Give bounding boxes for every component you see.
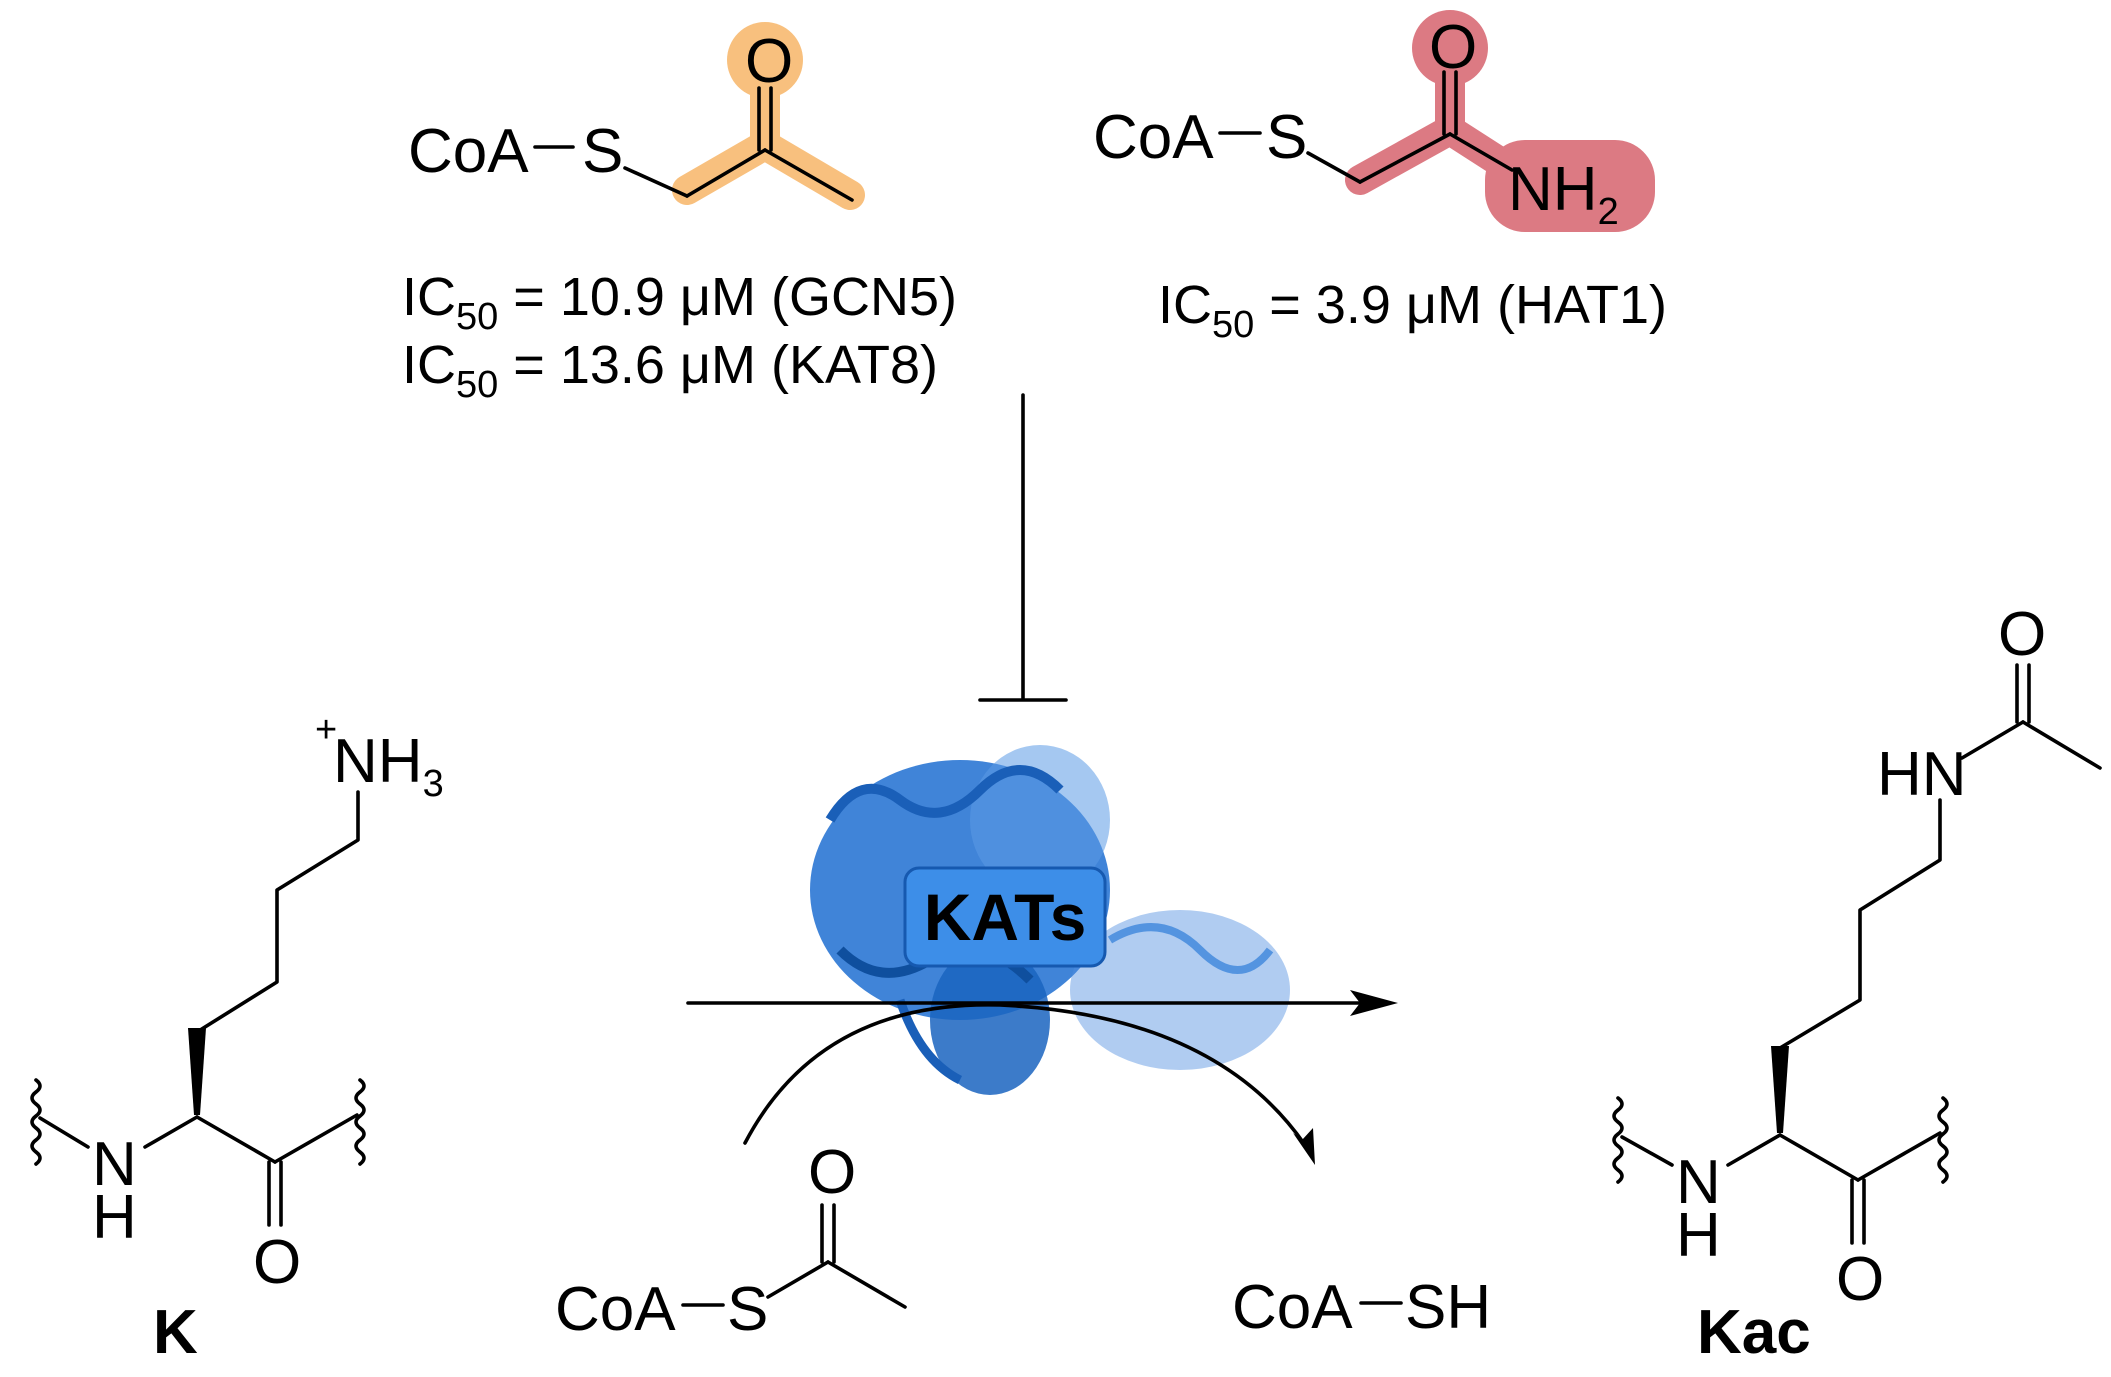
- wavy-bond-right: [1937, 1096, 1949, 1184]
- bond: [1778, 1133, 1860, 1182]
- bond: [685, 148, 767, 198]
- oxygen-label: O: [808, 1138, 856, 1207]
- kats-box: KATs: [903, 866, 1107, 968]
- coa-label: CoA: [555, 1275, 676, 1344]
- ammonium-label: NH3: [333, 727, 444, 805]
- acetyl-lysine-label: Kac: [1697, 1298, 1811, 1367]
- hydrogen-label: H: [1676, 1201, 1721, 1270]
- bond: [2021, 720, 2102, 770]
- bond: [826, 1260, 907, 1309]
- bond: [766, 1260, 830, 1299]
- oxygen-label: O: [1429, 13, 1477, 82]
- side-chain: [1778, 798, 1942, 1132]
- oxygen-label: O: [1836, 1245, 1884, 1314]
- wedge-bond: [188, 1028, 206, 1115]
- oxygen-label: O: [253, 1228, 301, 1297]
- bond: [38, 1116, 90, 1149]
- ic50-kat8: IC50 = 13.6 μM (KAT8): [402, 335, 938, 406]
- bond: [1726, 1133, 1782, 1167]
- thiol-label: SH: [1405, 1273, 1491, 1342]
- kats-label: KATs: [924, 880, 1087, 954]
- bond: [623, 166, 689, 198]
- bond: [195, 1115, 277, 1164]
- cosubstrate-arc-arrow: [743, 1003, 1315, 1165]
- red-highlight-oxygen: [1412, 10, 1488, 86]
- inhibition-symbol: [978, 393, 1068, 702]
- bond: [143, 1115, 199, 1149]
- red-highlight-amine: [1485, 140, 1655, 232]
- bond: [1960, 720, 2025, 760]
- bond: [1306, 151, 1362, 184]
- wavy-bond-left: [1612, 1096, 1624, 1184]
- charge-plus: +: [315, 709, 337, 751]
- bond: [273, 1113, 359, 1164]
- acetyl-lysine-structure: O HN O N H Kac: [1612, 600, 2102, 1367]
- ic50-gcn5: IC50 = 10.9 μM (GCN5): [402, 267, 957, 338]
- bond: [1620, 1135, 1674, 1167]
- amide-nh-label: HN: [1877, 740, 1967, 809]
- inhibitor-1: CoA S O IC50 = 10.9 μM (GCN5) IC50 = 13.…: [402, 22, 957, 406]
- hydrogen-label: H: [92, 1183, 137, 1252]
- coa-label: CoA: [408, 117, 529, 186]
- bond: [1448, 132, 1514, 172]
- sulfur-label: S: [1266, 103, 1307, 172]
- oxygen-label: O: [745, 27, 793, 96]
- coa-label: CoA: [1232, 1273, 1353, 1342]
- acetyl-coa-structure: O CoA S: [555, 1138, 907, 1344]
- coa-sh-structure: CoA SH: [1232, 1273, 1491, 1342]
- wavy-bond-left: [30, 1078, 42, 1166]
- wedge-bond: [1771, 1046, 1789, 1133]
- wavy-bond-right: [354, 1078, 366, 1166]
- bond: [1856, 1131, 1942, 1182]
- amine-label: NH2: [1508, 155, 1619, 233]
- bond: [763, 148, 854, 202]
- side-chain: [195, 790, 360, 1114]
- reaction-arrow: [686, 990, 1398, 1016]
- sulfur-label: S: [727, 1275, 768, 1344]
- oxygen-label: O: [1998, 600, 2046, 669]
- inhibitor-2: CoA S O NH2 IC50 = 3.9 μM (HAT1): [1093, 10, 1667, 346]
- coa-label: CoA: [1093, 103, 1214, 172]
- orange-highlight-oxygen: [727, 22, 803, 98]
- bond: [1358, 132, 1452, 184]
- nitrogen-label: N: [92, 1130, 137, 1199]
- nitrogen-label: N: [1676, 1148, 1721, 1217]
- lysine-structure: + NH3 O N H K: [30, 709, 444, 1367]
- sulfur-label: S: [582, 117, 623, 186]
- lysine-label: K: [153, 1298, 198, 1367]
- ic50-hat1: IC50 = 3.9 μM (HAT1): [1158, 275, 1667, 346]
